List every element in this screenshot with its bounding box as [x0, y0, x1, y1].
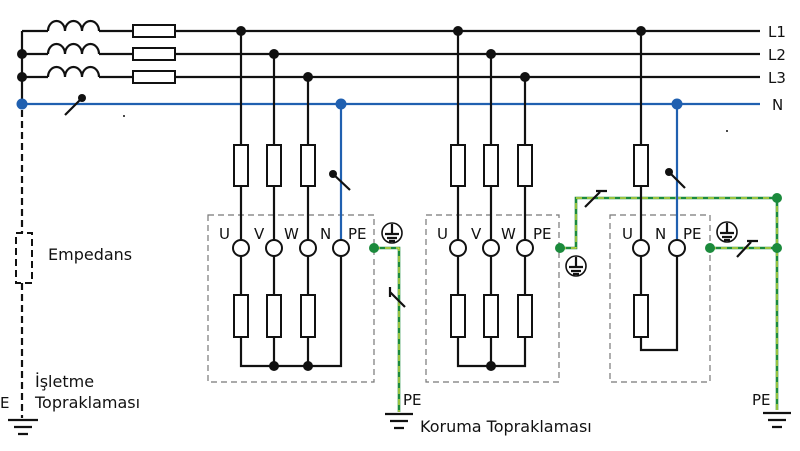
label-operating-earth-1: İşletme [35, 372, 94, 391]
fuse-l3 [132, 70, 176, 84]
terminal-label-v: V [254, 225, 265, 243]
label-e: E [0, 394, 9, 412]
terminal-label-n: N [655, 225, 666, 243]
terminal-label-pe: PE [683, 225, 702, 243]
consumer-2: U V W PE [425, 26, 779, 410]
label-l3: L3 [768, 69, 786, 87]
label-l2: L2 [768, 46, 786, 64]
impedance-resistor [15, 232, 33, 284]
bus-lines: L1 L2 L3 N [16, 19, 786, 132]
terminal-label-u: U [437, 225, 448, 243]
ground-icon [8, 418, 38, 436]
label-n: N [772, 96, 783, 114]
label-impedance: Empedans [48, 245, 132, 264]
label-pe: PE [403, 391, 422, 409]
ground-icon [385, 412, 413, 430]
terminal-label-w: W [501, 225, 516, 243]
terminal-label-pe: PE [348, 225, 367, 243]
coil-l2 [46, 42, 101, 55]
consumer-1: U V W N PE PE Koruma Topraklaması [207, 26, 592, 436]
terminal-label-n: N [320, 225, 331, 243]
terminal-label-pe: PE [533, 225, 552, 243]
fuse-l2 [132, 47, 176, 61]
ground-icon [763, 411, 791, 429]
terminal-label-u: U [622, 225, 633, 243]
coil-l3 [46, 65, 101, 78]
label-pe: PE [752, 391, 771, 409]
label-operating-earth-2: Topraklaması [34, 393, 140, 412]
operating-earth: Empedans İşletme Topraklaması E [0, 110, 140, 436]
coil-l1 [46, 19, 101, 32]
consumer-3: U N PE PE [609, 26, 791, 429]
label-l1: L1 [768, 23, 786, 41]
fuse-l1 [132, 24, 176, 38]
earth-symbol-icon [565, 255, 587, 277]
terminal-label-w: W [284, 225, 299, 243]
terminal-label-u: U [219, 225, 230, 243]
terminal-label-v: V [471, 225, 482, 243]
label-protective-earth: Koruma Topraklaması [420, 417, 592, 436]
earth-symbol-icon [381, 222, 403, 244]
earth-symbol-icon [716, 221, 738, 243]
